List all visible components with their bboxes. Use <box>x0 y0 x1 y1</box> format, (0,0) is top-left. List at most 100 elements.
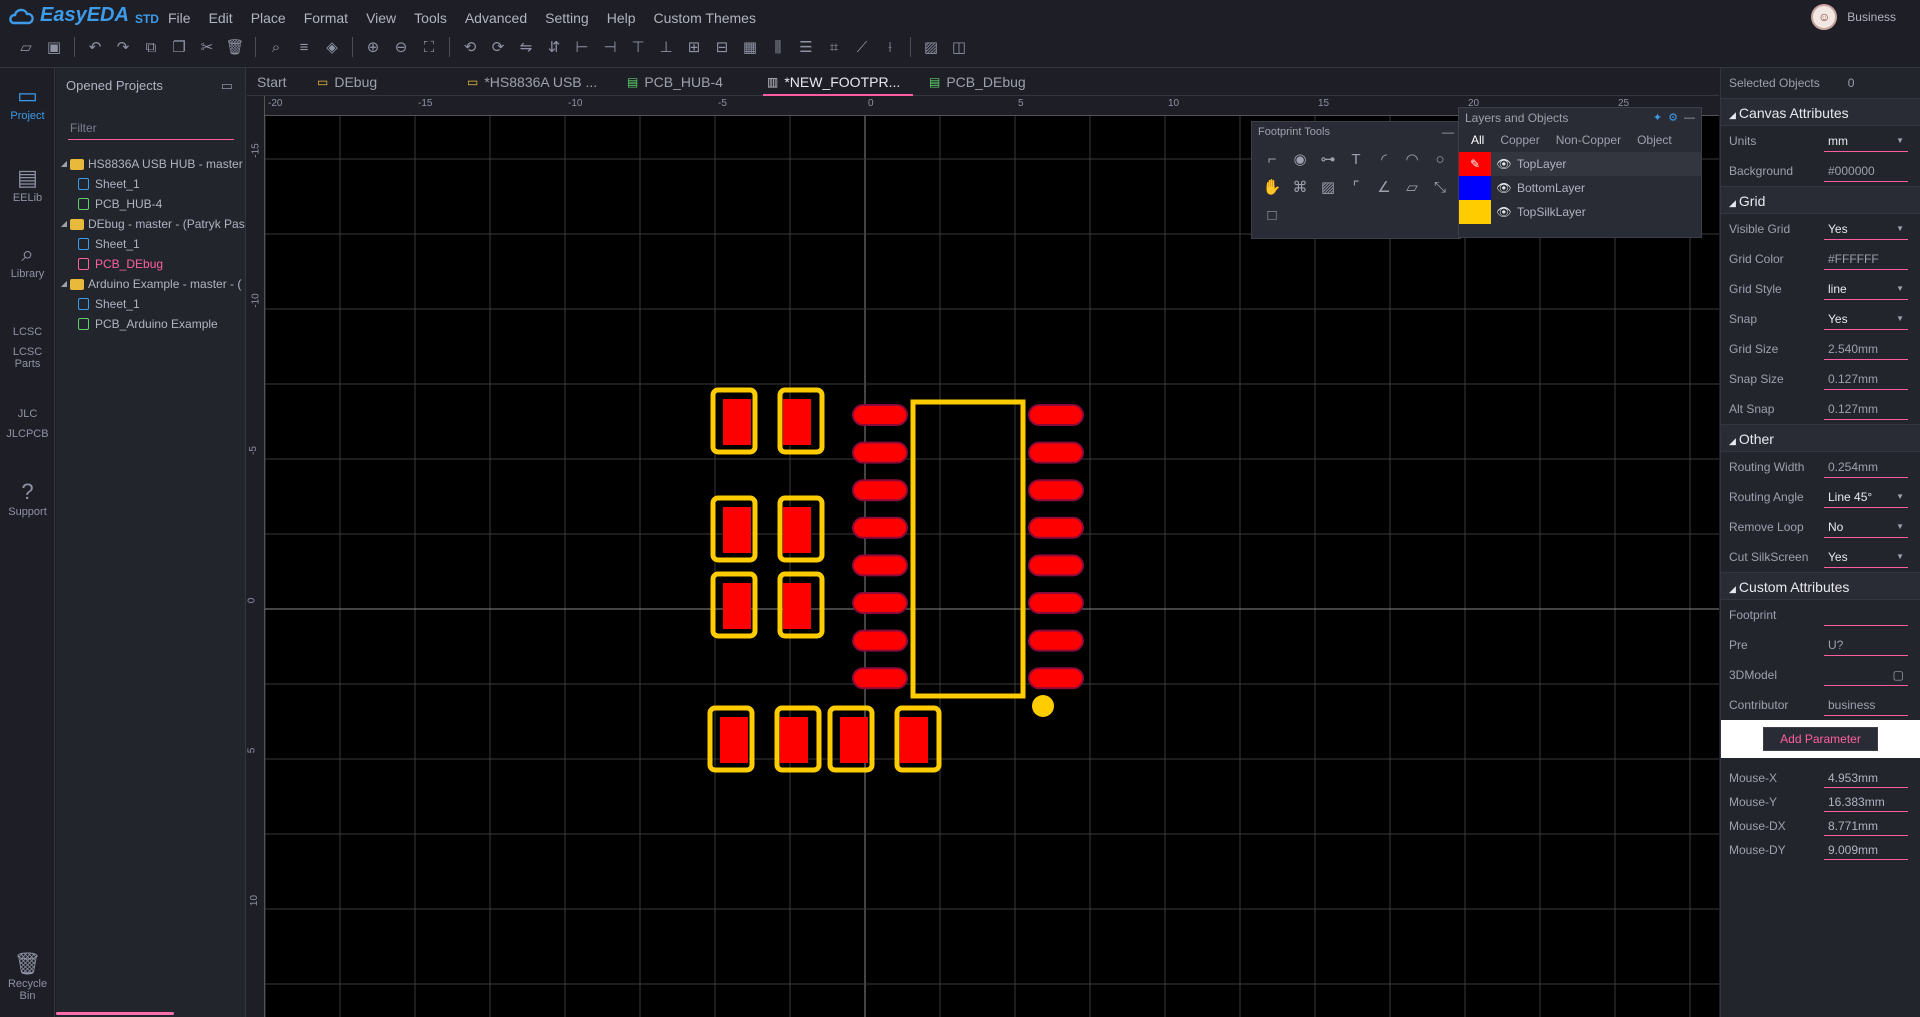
menu-advanced[interactable]: Advanced <box>464 10 528 26</box>
image-icon[interactable]: ▨ <box>1320 179 1336 196</box>
footprint-canvas[interactable] <box>247 96 1719 1017</box>
prop-input[interactable]: U? <box>1824 634 1908 656</box>
layer-row-topsilklayer[interactable]: 👁TopSilkLayer <box>1459 200 1701 224</box>
smd-pad[interactable] <box>720 717 748 763</box>
smd-pad-left[interactable] <box>852 404 908 426</box>
layer-row-toplayer[interactable]: ✎👁TopLayer <box>1459 152 1701 176</box>
align-center-v-icon[interactable]: ⊟ <box>715 39 729 56</box>
chevron-down-icon[interactable]: ▼ <box>1896 552 1904 561</box>
zoom-out-icon[interactable]: ⊖ <box>394 39 408 56</box>
smd-pad[interactable] <box>723 507 751 553</box>
project-document[interactable]: Sheet_1 <box>56 234 246 254</box>
tab--hs8836a-usb-[interactable]: ▭*HS8836A USB ... <box>457 68 617 96</box>
smd-pad-right[interactable] <box>1028 592 1084 614</box>
gear-icon[interactable]: ⚙ <box>1668 112 1678 124</box>
smd-pad-right[interactable] <box>1028 516 1084 539</box>
prop-select[interactable]: Line 45°▼ <box>1824 486 1908 508</box>
align-top-icon[interactable]: ⊤ <box>631 39 645 56</box>
measure-icon[interactable]: ⟊ <box>888 38 892 56</box>
chevron-down-icon[interactable]: ▼ <box>1896 522 1904 531</box>
rail-lcsc[interactable]: LCSC LCSC Parts <box>0 318 55 370</box>
silk-outline[interactable] <box>774 705 822 773</box>
rotate-left-icon[interactable]: ⟲ <box>463 39 477 56</box>
rail-support[interactable]: ? Support <box>0 478 55 518</box>
solid-region-icon[interactable]: ▱ <box>1406 179 1418 196</box>
smd-pad[interactable] <box>783 507 811 553</box>
zoom-in-icon[interactable]: ⊕ <box>366 39 380 56</box>
distribute-h-icon[interactable]: ⫼ <box>774 38 782 56</box>
project-document[interactable]: Sheet_1 <box>56 174 246 194</box>
save-icon[interactable]: ▣ <box>46 39 62 56</box>
undo-icon[interactable]: ↶ <box>88 39 102 56</box>
prop-select[interactable]: Yes▼ <box>1824 308 1908 330</box>
expand-arrow-icon[interactable]: ◢ <box>60 219 68 228</box>
prop-input[interactable]: 2.540mm <box>1824 338 1908 360</box>
eye-icon[interactable]: 👁 <box>1496 205 1512 219</box>
corner-icon[interactable]: ⌜ <box>1352 179 1360 196</box>
smd-pad-left[interactable] <box>852 479 908 502</box>
smd-pad[interactable] <box>723 399 751 445</box>
flip-vertical-icon[interactable]: ⇵ <box>547 39 561 56</box>
project-document[interactable]: PCB_Arduino Example <box>56 314 246 334</box>
smd-pad-left[interactable] <box>852 629 908 652</box>
silk-outline[interactable] <box>710 495 758 563</box>
circle-icon[interactable]: ○ <box>1435 150 1445 168</box>
connect-icon[interactable]: ⤡ <box>1433 178 1446 196</box>
smd-pad-right[interactable] <box>1028 404 1084 426</box>
eye-icon[interactable]: 👁 <box>1496 181 1512 195</box>
prop-input[interactable] <box>1824 604 1908 626</box>
prop-select[interactable]: line▼ <box>1824 278 1908 300</box>
menu-view[interactable]: View <box>366 10 397 26</box>
layer-row-bottomlayer[interactable]: 👁BottomLayer <box>1459 176 1701 200</box>
menu-file[interactable]: File <box>168 10 191 26</box>
prop-select[interactable]: Yes▼ <box>1824 218 1908 240</box>
align-center-h-icon[interactable]: ⊞ <box>687 39 701 56</box>
silk-outline[interactable] <box>710 387 758 455</box>
delete-icon[interactable]: 🗑 <box>225 39 245 56</box>
menu-place[interactable]: Place <box>250 10 286 26</box>
fit-icon[interactable]: ⛶ <box>423 38 435 56</box>
avatar[interactable]: ☺ <box>1811 4 1838 30</box>
expand-arrow-icon[interactable]: ◢ <box>60 159 68 168</box>
group-icon[interactable]: ⌗ <box>829 38 839 56</box>
tab-pcb-debug[interactable]: ▤PCB_DEbug <box>919 68 1039 96</box>
via-icon[interactable]: ⊶ <box>1320 151 1336 168</box>
search-icon[interactable]: ⌕ <box>271 38 281 56</box>
pad-icon[interactable]: ◉ <box>1293 151 1307 168</box>
menu-custom-themes[interactable]: Custom Themes <box>653 10 756 26</box>
track-icon[interactable]: ⌐ <box>1267 150 1277 168</box>
erase-icon[interactable]: ◈ <box>326 39 338 56</box>
model-icon[interactable]: ▢ <box>1892 667 1904 682</box>
minimize-icon[interactable]: — <box>1442 125 1454 139</box>
text-icon[interactable]: T <box>1351 150 1361 168</box>
silk-outline[interactable] <box>894 705 942 773</box>
silk-outline[interactable] <box>777 495 825 563</box>
add-parameter-button[interactable]: Add Parameter <box>1763 727 1878 751</box>
project-folder[interactable]: ◢HS8836A USB HUB - master <box>56 154 246 174</box>
project-folder[interactable]: ◢DEbug - master - (Patryk Pas <box>56 214 246 234</box>
silk-body-outline[interactable] <box>910 399 1026 699</box>
project-document[interactable]: PCB_DEbug <box>56 254 246 274</box>
arc2-icon[interactable]: ◠ <box>1405 151 1419 168</box>
smd-pad-right[interactable] <box>1028 441 1084 464</box>
smd-pad-left[interactable] <box>852 667 908 690</box>
angle-icon[interactable]: ∠ <box>1377 179 1391 196</box>
user-name[interactable]: Business <box>1847 10 1896 24</box>
rail-library[interactable]: ⌕ Library <box>0 240 55 280</box>
chevron-down-icon[interactable]: ▼ <box>1896 136 1904 145</box>
layers-icon[interactable]: ◫ <box>951 39 967 56</box>
pin1-marker[interactable] <box>1032 695 1054 717</box>
layer-color-swatch[interactable] <box>1459 200 1491 224</box>
rotate-right-icon[interactable]: ⟳ <box>491 39 505 56</box>
smd-pad-right[interactable] <box>1028 479 1084 502</box>
silk-outline[interactable] <box>777 387 825 455</box>
smd-pad-left[interactable] <box>852 592 908 614</box>
menu-format[interactable]: Format <box>303 10 349 26</box>
prop-input[interactable]: #FFFFFF <box>1824 248 1908 270</box>
silk-outline[interactable] <box>710 571 758 639</box>
pin-icon[interactable]: ✦ <box>1652 112 1663 124</box>
smd-pad[interactable] <box>783 583 811 629</box>
project-folder[interactable]: ◢Arduino Example - master - ( <box>56 274 246 294</box>
rail-recycle-bin[interactable]: 🗑 Recycle Bin <box>0 950 55 1002</box>
